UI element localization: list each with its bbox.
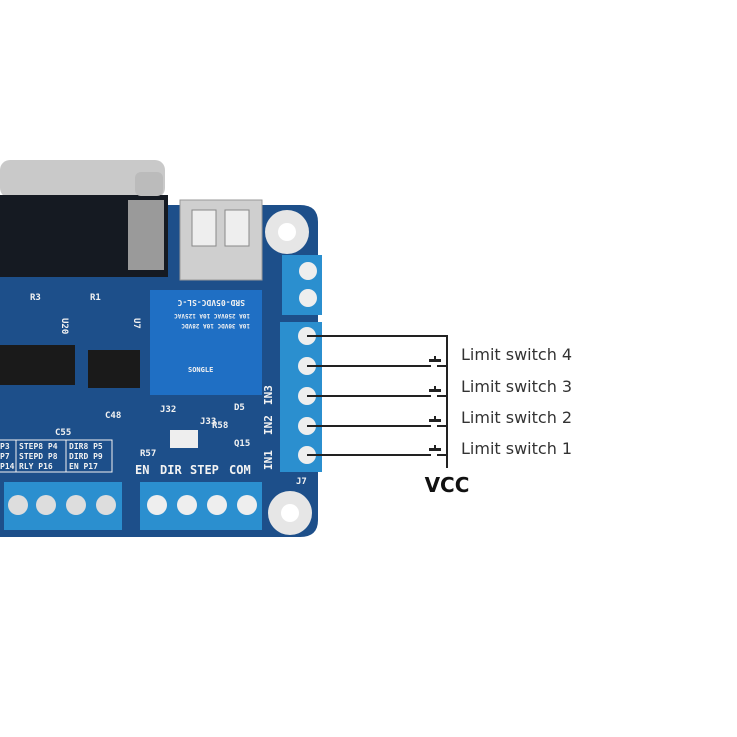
terminal-block [4, 482, 122, 530]
limit-switch-4-label: Limit switch 4 [461, 345, 572, 364]
relay-rating: 10A 250VAC 10A 125VAC [174, 312, 250, 319]
pin-table: P3 STEP8 P4 DIR8 P5 P7 STEPD P8 DIRD P9 … [0, 439, 113, 473]
ref-label: U7 [131, 318, 141, 329]
terminal-block-limit-inputs [280, 322, 322, 472]
ref-label: U20 [59, 318, 69, 334]
ref-label: J32 [160, 405, 176, 415]
ic-chip [88, 350, 140, 388]
pin-cell: P3 [0, 442, 10, 451]
wiring [307, 335, 448, 468]
input-label: IN2 [262, 415, 275, 435]
relay: SRD-05VDC-SL-C 10A 250VAC 10A 125VAC 10A… [150, 290, 262, 395]
vcc-bus [307, 335, 448, 468]
header-label: DIR [160, 463, 182, 477]
pin-cell: P14 [0, 462, 15, 471]
ic-chip [0, 345, 75, 385]
ref-label: R3 [30, 293, 41, 303]
switch-icon [429, 386, 441, 392]
limit-switch-3-label: Limit switch 3 [461, 377, 572, 396]
ref-label: J7 [296, 477, 307, 487]
mounting-hole [268, 491, 312, 535]
relay-model: SRD-05VDC-SL-C [177, 298, 245, 307]
pin-cell: EN P17 [69, 462, 98, 471]
pin-cell: DIRD P9 [69, 452, 103, 461]
switch-symbols [429, 356, 441, 451]
ref-label: R57 [140, 449, 156, 459]
switch-icon [429, 356, 441, 362]
limit-switch-1-label: Limit switch 1 [461, 439, 572, 458]
ref-label: R58 [212, 421, 228, 431]
input-label: IN1 [262, 450, 275, 470]
pin-cell: STEP8 P4 [19, 442, 58, 451]
mounting-hole [265, 210, 309, 254]
vcc-label: VCC [425, 473, 470, 497]
led [170, 430, 198, 448]
limit-switch-2-label: Limit switch 2 [461, 408, 572, 427]
ref-label: Q15 [234, 439, 250, 449]
pin-cell: RLY P16 [19, 462, 53, 471]
ref-label: C48 [105, 411, 121, 421]
relay-brand: SONGLE [188, 366, 213, 374]
relay-rating: 10A 30VDC 10A 28VDC [181, 322, 250, 329]
db25-connector [0, 160, 168, 277]
ref-label: R1 [90, 293, 101, 303]
usb-port [179, 199, 263, 281]
ref-label: J33 [200, 417, 216, 427]
pin-cell: DIR8 P5 [69, 442, 103, 451]
terminal-block [140, 482, 262, 530]
pin-cell: P7 [0, 452, 10, 461]
terminal-block [282, 255, 322, 315]
header-label: COM [229, 463, 251, 477]
switch-icon [429, 416, 441, 422]
switch-icon [429, 445, 441, 451]
ref-label: D5 [234, 403, 245, 413]
input-label: IN3 [262, 385, 275, 405]
pin-cell: STEPD P8 [19, 452, 58, 461]
header-label: STEP [190, 463, 219, 477]
ref-label: C55 [55, 428, 71, 438]
header-label: EN [135, 463, 149, 477]
